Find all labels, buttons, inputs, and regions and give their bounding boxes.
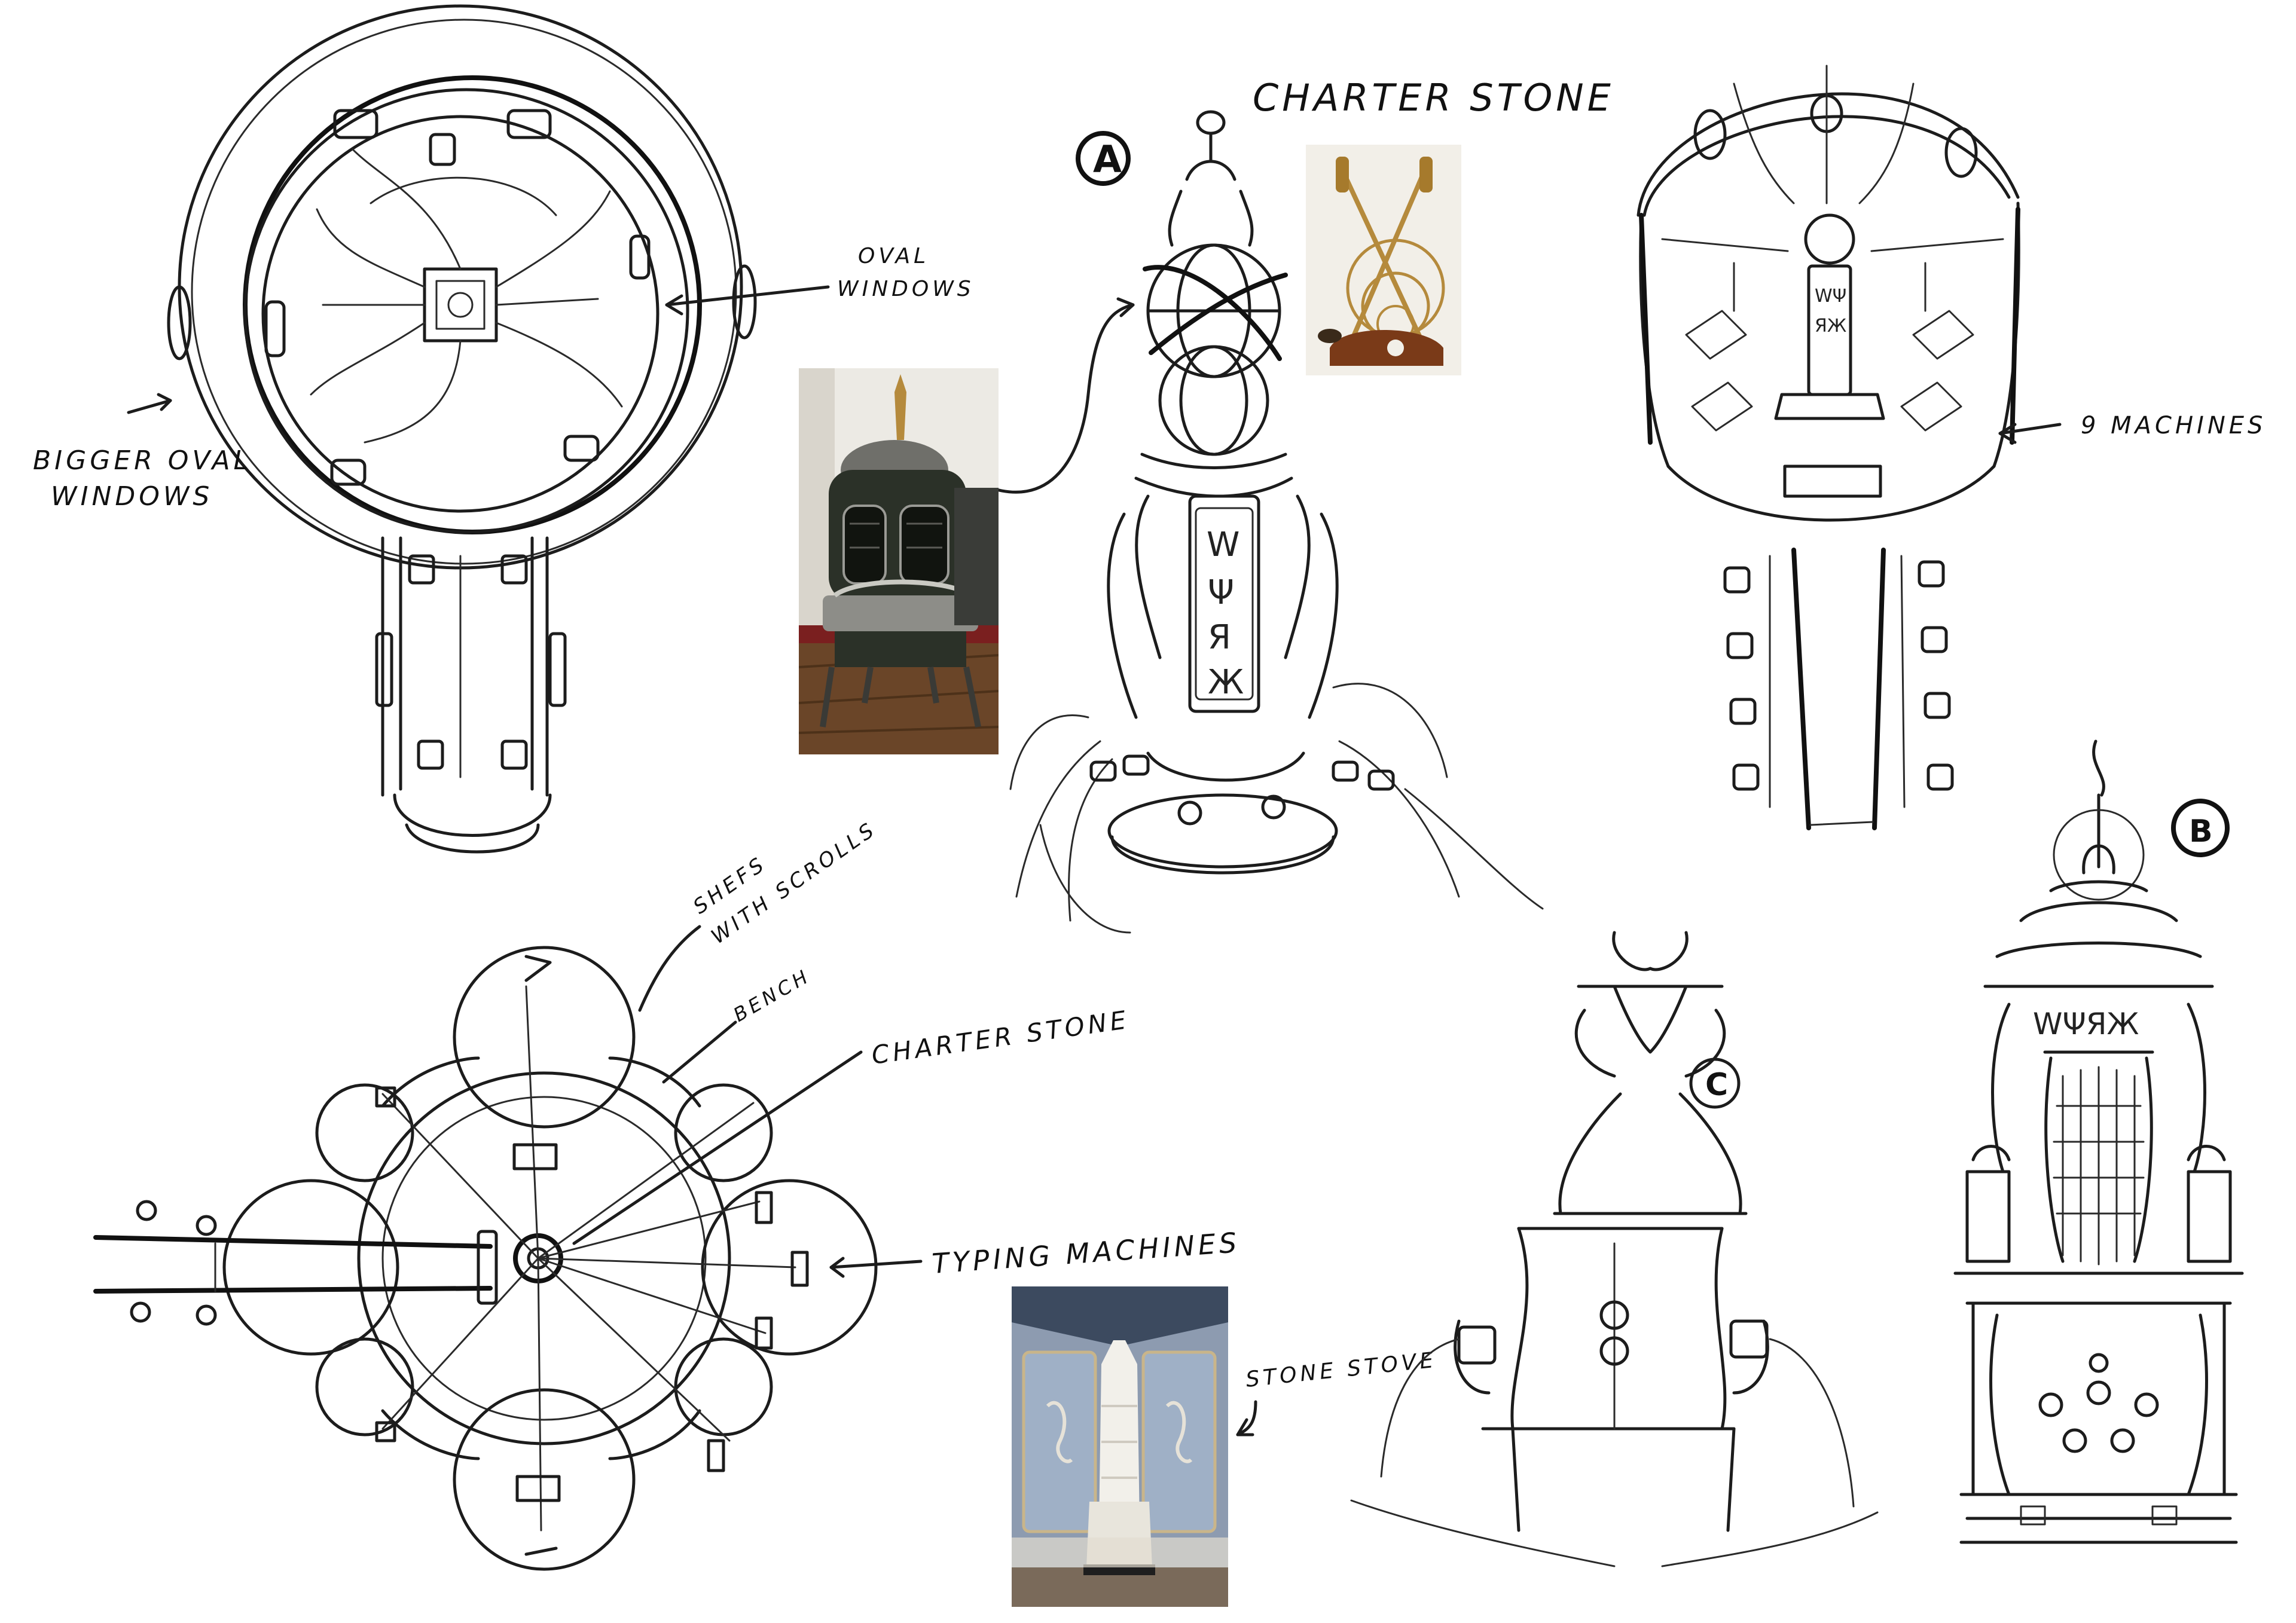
charter-stone-a-glyph-1: W (1207, 525, 1239, 564)
oval-windows-label-1: OVAL (858, 244, 929, 268)
brass-instrument-photo (1306, 145, 1461, 375)
oval-windows-label-2: WINDOWS (837, 277, 975, 301)
bigger-oval-windows-label-2: WINDOWS (51, 481, 213, 512)
charter-stone-a-glyph-2: Ψ (1208, 573, 1234, 612)
typing-machines-label: TYPING MACHINES (931, 1226, 1241, 1280)
tiled-stove-room-photo (1012, 1286, 1228, 1607)
charter-stone-title: CHARTER STONE (1253, 76, 1614, 120)
charter-stone-plan-label: CHARTER STONE (870, 1005, 1131, 1070)
charter-stone-a-glyph-4: Ж (1208, 663, 1244, 702)
charter-stone-a-glyph-3: Я (1208, 618, 1231, 657)
variant-c-label: C (1705, 1067, 1728, 1103)
variant-a-label: A (1093, 137, 1122, 181)
bench-label: BENCH (729, 964, 814, 1026)
stone-stove-label: STONE STOVE (1245, 1348, 1438, 1392)
charter-stone-b-sketch: WΨЯЖ (1953, 739, 2244, 1544)
floor-plan-sketch (93, 925, 923, 1571)
variant-b-label: B (2189, 814, 2213, 849)
bigger-oval-windows-label-1: BIGGER OVAL (33, 445, 252, 476)
charter-stone-a-sketch: W Ψ Я Ж (979, 110, 1544, 934)
stone-stove-arrow (1236, 1400, 1257, 1436)
charter-stone-c-sketch (1350, 931, 1879, 1567)
dome-glyphs: WΨ (1815, 286, 1846, 307)
top-view-tower-sketch (127, 4, 830, 854)
iron-stove-photo (799, 368, 999, 754)
dome-glyphs-2: ЯЖ (1815, 316, 1846, 337)
variant-b-glyphs: WΨЯЖ (2033, 1007, 2139, 1041)
dome-interior-sketch: WΨ ЯЖ (1636, 65, 2062, 830)
nine-machines-label: 9 MACHINES (2081, 412, 2266, 439)
